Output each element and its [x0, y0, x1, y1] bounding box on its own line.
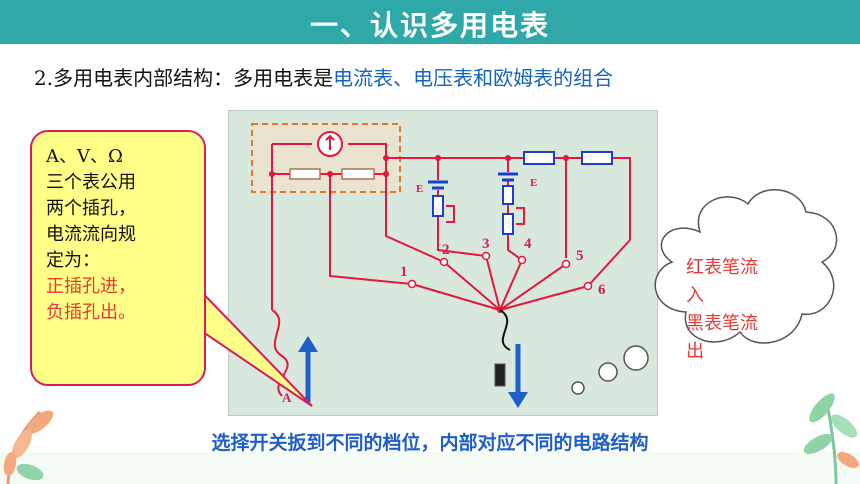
- callout-line-1: A、V、Ω: [46, 146, 123, 167]
- current-in-arrow-icon: [298, 336, 318, 352]
- callout-line-6: 正插孔进，: [46, 276, 136, 297]
- resistor-3: [502, 185, 514, 205]
- subtitle: 2.多用电表内部结构：多用电表是电流表、电压表和欧姆表的组合: [34, 62, 613, 91]
- cloud-line-3: 黑表笔流: [686, 313, 758, 334]
- battery-icon-1: [428, 180, 448, 190]
- cloud-line-2: 入: [686, 285, 704, 306]
- cloud-line-4: 出: [686, 341, 704, 362]
- black-probe-cord: [499, 309, 511, 351]
- subtitle-highlight: 电流表、电压表和欧姆表的组合: [333, 66, 614, 90]
- probe-label: A: [282, 390, 292, 405]
- shunt-resistor-2: [341, 168, 375, 180]
- footer-caption: 选择开关扳到不同的档位，内部对应不同的电路结构: [211, 432, 649, 454]
- callout-line-5: 定为：: [46, 250, 100, 271]
- terminal-label-4: 4: [524, 236, 532, 252]
- rheostat-2: [502, 213, 514, 235]
- leaf-decoration-right: [803, 393, 859, 484]
- terminal-label-2: 2: [442, 242, 450, 258]
- callout-common-jacks: A、V、Ω 三个表公用 两个插孔， 电流流向规 定为： 正插孔进， 负插孔出。: [30, 130, 206, 386]
- callout-line-4: 电流流向规: [46, 224, 136, 245]
- black-probe-plug: [494, 363, 506, 387]
- terminal-label-3: 3: [482, 236, 490, 252]
- slide-title: 一、认识多用电表: [309, 9, 550, 42]
- current-out-arrow-icon: [508, 392, 528, 408]
- cloud-line-1: 红表笔流: [686, 257, 758, 278]
- terminal-label-6: 6: [598, 282, 606, 298]
- callout-line-3: 两个插孔，: [46, 198, 136, 219]
- subtitle-prefix: 2.多用电表内部结构：多用电表是: [34, 66, 334, 90]
- shunt-resistor-1: [289, 168, 321, 180]
- callout-line-2: 三个表公用: [46, 172, 136, 193]
- rheostat-1: [432, 195, 444, 217]
- header-band: [0, 0, 860, 44]
- battery-label-2: E: [530, 177, 537, 189]
- callout-line-7: 负插孔出。: [46, 302, 136, 323]
- cloud-text: 红表笔流 入 黑表笔流 出: [686, 254, 798, 366]
- series-resistor-2: [581, 151, 613, 165]
- terminal-label-1: 1: [400, 264, 408, 280]
- battery-icon-2: [498, 172, 518, 182]
- terminal-label-5: 5: [576, 248, 584, 264]
- leaf-decoration-left: [3, 410, 54, 484]
- battery-label-1: E: [416, 183, 423, 195]
- series-resistor-1: [523, 151, 555, 165]
- footer-band: [0, 452, 860, 484]
